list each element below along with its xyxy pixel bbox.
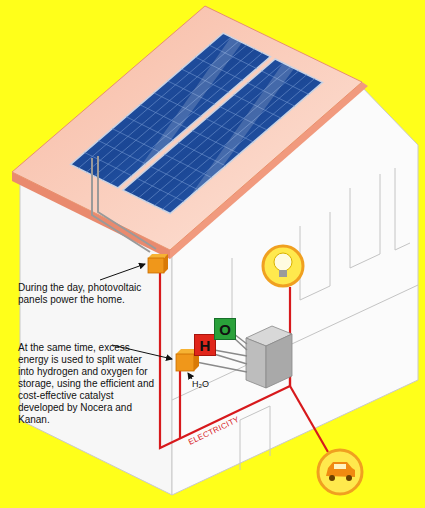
leader-arrow: [100, 264, 145, 280]
solar-panel: [123, 59, 323, 214]
storage-tank: [246, 338, 266, 388]
panel-pipe: [98, 156, 156, 249]
bulb-base: [279, 270, 287, 277]
annotation-text: During the day, photovoltaic panels powe…: [18, 282, 142, 306]
bulb-icon: [274, 253, 292, 271]
panel-reflection: [190, 63, 295, 197]
car-window: [334, 464, 346, 469]
leader-arrow: [188, 373, 192, 379]
panel-pipe: [92, 158, 150, 252]
junction-box: [164, 254, 168, 273]
panel-cell-line: [112, 129, 159, 152]
bulb-circle: [263, 246, 303, 286]
catalyst-cube: [176, 354, 194, 371]
electric-wire: [160, 272, 328, 452]
car-wheel: [329, 475, 335, 481]
annotation-text: At the same time, excess energy is used …: [18, 342, 156, 426]
panel-cell-line: [164, 154, 211, 177]
element-box: O: [214, 318, 236, 340]
solar-panels: [71, 33, 323, 213]
panel-cell-line: [150, 166, 197, 189]
car-circle: [318, 450, 362, 494]
element-letter: O: [219, 321, 231, 338]
panel-cell-line: [137, 178, 184, 201]
element-letter: H: [200, 337, 211, 354]
element-box: H: [194, 334, 216, 356]
storage-tank: [266, 334, 292, 388]
panel-cell-line: [98, 141, 145, 164]
water-label: H₂O: [192, 379, 209, 390]
roof-face: [12, 6, 362, 250]
car-wheel: [346, 475, 352, 481]
car-icon: [326, 462, 355, 477]
junction-box: [148, 258, 164, 273]
